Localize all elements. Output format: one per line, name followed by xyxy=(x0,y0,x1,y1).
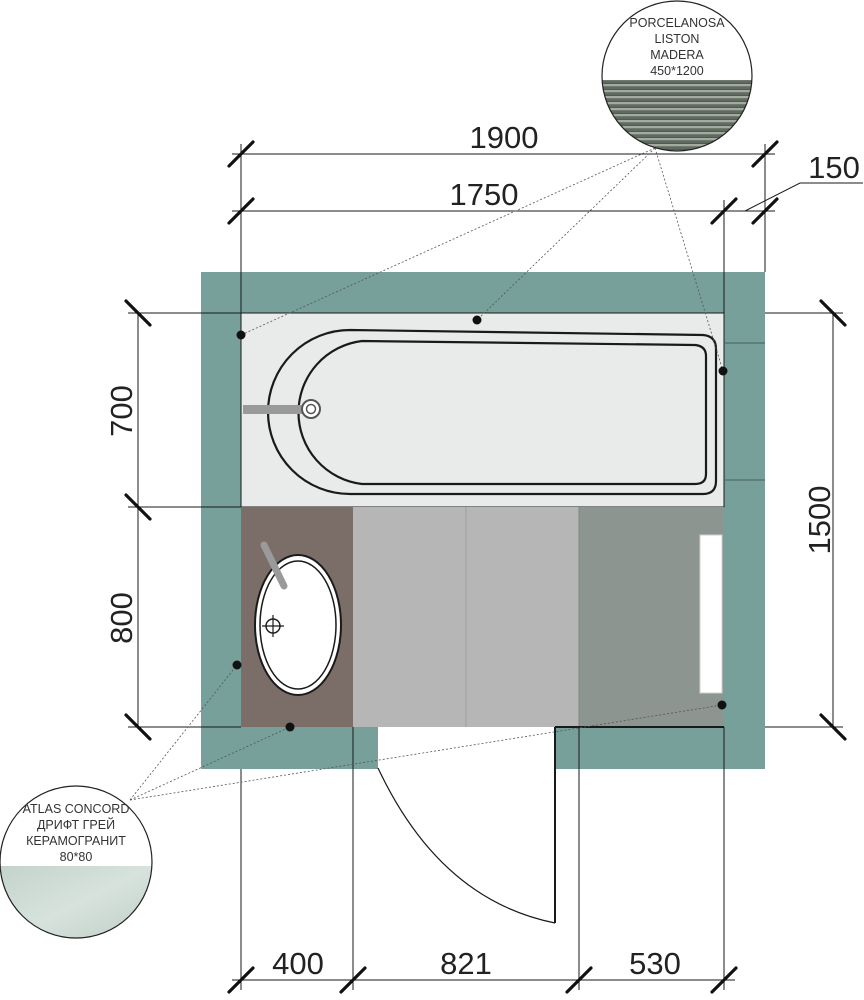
dimension-labels: 1900 1750 150 700 800 1500 400 821 530 xyxy=(104,120,860,981)
sink-basin-inner xyxy=(259,560,337,690)
floor-tile-series: ДРИФТ ГРЕЙ xyxy=(37,817,115,832)
door xyxy=(377,726,724,924)
tick xyxy=(227,966,255,994)
wood-tile-swatch xyxy=(602,80,752,151)
tick xyxy=(819,713,847,741)
callout-dot xyxy=(285,722,295,732)
dim-right-total: 1500 xyxy=(802,486,837,555)
sink-basin xyxy=(254,554,342,696)
dim-top-inner: 1750 xyxy=(450,177,519,212)
floor-tile-light-1 xyxy=(353,507,466,727)
dim-top-right: 150 xyxy=(808,150,860,185)
dim-bottom-middle: 821 xyxy=(440,946,492,981)
wall-tile-finish: MADERA xyxy=(650,48,704,62)
leader-wall-2 xyxy=(476,147,656,321)
callout-dot xyxy=(718,366,728,376)
tick xyxy=(751,140,779,168)
callout-dot xyxy=(472,315,482,325)
dim-bottom-right: 530 xyxy=(629,946,681,981)
tick xyxy=(124,713,152,741)
floor-tile-light-2 xyxy=(466,507,579,727)
tick xyxy=(565,966,593,994)
dim-left-lower: 800 xyxy=(104,592,139,644)
leader-wall-3 xyxy=(654,147,724,372)
floor-tile-material: КЕРАМОГРАНИТ xyxy=(26,834,126,848)
sink xyxy=(254,541,342,696)
callout-dot xyxy=(236,330,246,340)
tick xyxy=(819,299,847,327)
floor-tile-size: 80*80 xyxy=(60,850,93,864)
leader-floor-1 xyxy=(129,664,238,801)
tick xyxy=(124,299,152,327)
dim-top-total: 1900 xyxy=(470,120,539,155)
tick xyxy=(227,197,255,225)
stone-tile-swatch xyxy=(0,866,152,938)
door-swing-arc xyxy=(377,767,556,924)
floor-tile-brand: ATLAS CONCORD xyxy=(23,802,130,816)
callout-border xyxy=(601,0,753,152)
callout-leaders xyxy=(129,147,724,801)
bathtub-inner-basin xyxy=(297,339,708,486)
wall-tile-series: LISTON xyxy=(655,32,700,46)
bath-drain xyxy=(301,399,321,419)
towel-radiator xyxy=(699,534,723,694)
tick xyxy=(339,966,367,994)
floor-tile-callout: ATLAS CONCORD ДРИФТ ГРЕЙ КЕРАМОГРАНИТ 80… xyxy=(0,785,153,939)
dim-left-bath: 700 xyxy=(104,385,139,437)
callout-dot xyxy=(232,660,242,670)
wall-tile-brand: PORCELANOSA xyxy=(629,16,725,30)
wall-tile-size: 450*1200 xyxy=(650,64,704,78)
door-opening xyxy=(378,727,555,770)
callout-points xyxy=(232,315,728,732)
leader-floor-2 xyxy=(129,726,291,801)
sink-faucet xyxy=(260,541,288,590)
bath-faucet xyxy=(243,405,305,414)
dim-150-leader xyxy=(744,182,863,212)
dimension-lines xyxy=(128,144,863,990)
dimension-ticks xyxy=(124,140,847,994)
dim-bottom-left: 400 xyxy=(272,946,324,981)
tick xyxy=(751,197,779,225)
tick xyxy=(227,140,255,168)
bathtub-outer-rim xyxy=(266,328,718,496)
wall-tile-callout: PORCELANOSA LISTON MADERA 450*1200 xyxy=(601,0,753,152)
bathtub xyxy=(243,328,718,496)
tick xyxy=(124,493,152,521)
callout-border xyxy=(0,785,153,939)
tick xyxy=(710,966,738,994)
bath-drain-inner xyxy=(305,403,317,415)
tick xyxy=(710,197,738,225)
callout-dot xyxy=(717,700,727,710)
